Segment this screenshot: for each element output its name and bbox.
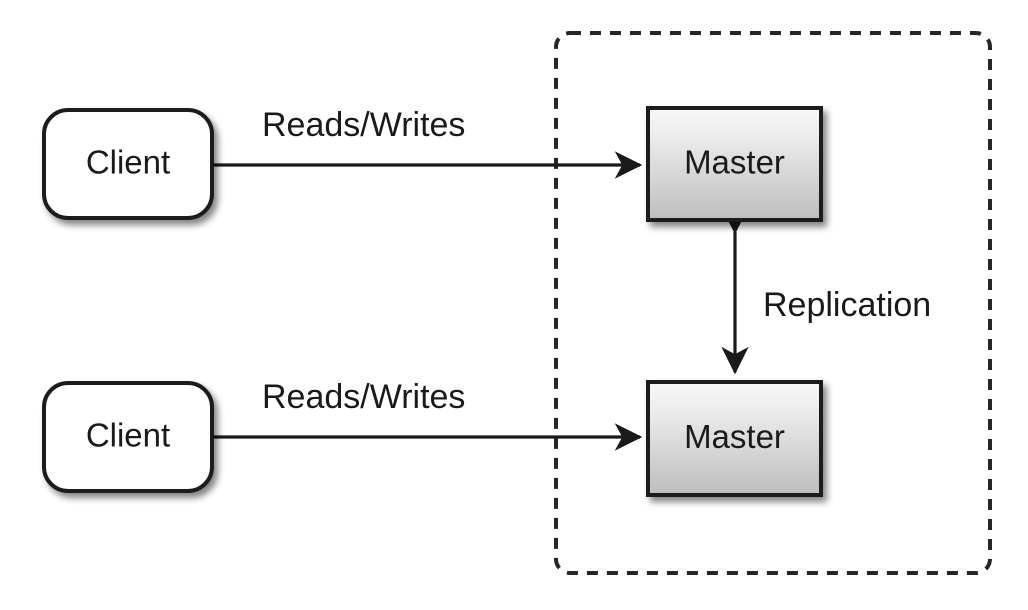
node-master-top[interactable] (646, 106, 823, 222)
cluster-boundary-outline (554, 31, 992, 575)
client-bottom-label: Client (86, 417, 170, 454)
node-client-top[interactable] (42, 108, 214, 220)
node-master-bottom[interactable] (646, 380, 823, 497)
edge-label-reads-writes-bottom: Reads/Writes (262, 378, 465, 416)
replication-cluster-boundary (554, 31, 992, 575)
client-top-label: Client (86, 144, 170, 181)
master-bottom-box[interactable] (646, 380, 823, 497)
master-bottom-label: Master (684, 418, 785, 455)
edge-master-replication: Replication (721, 206, 931, 375)
edge-label-replication: Replication (763, 286, 931, 324)
client-top-box[interactable] (42, 108, 214, 220)
master-top-label: Master (684, 144, 785, 181)
edge-client-bottom-to-master-bottom: Reads/Writes (212, 378, 643, 451)
master-top-box[interactable] (646, 106, 823, 222)
edge-label-reads-writes-top: Reads/Writes (262, 106, 465, 144)
node-client-bottom[interactable] (42, 381, 214, 493)
edge-client-top-to-master-top: Reads/Writes (212, 106, 643, 179)
client-bottom-box[interactable] (42, 381, 214, 493)
